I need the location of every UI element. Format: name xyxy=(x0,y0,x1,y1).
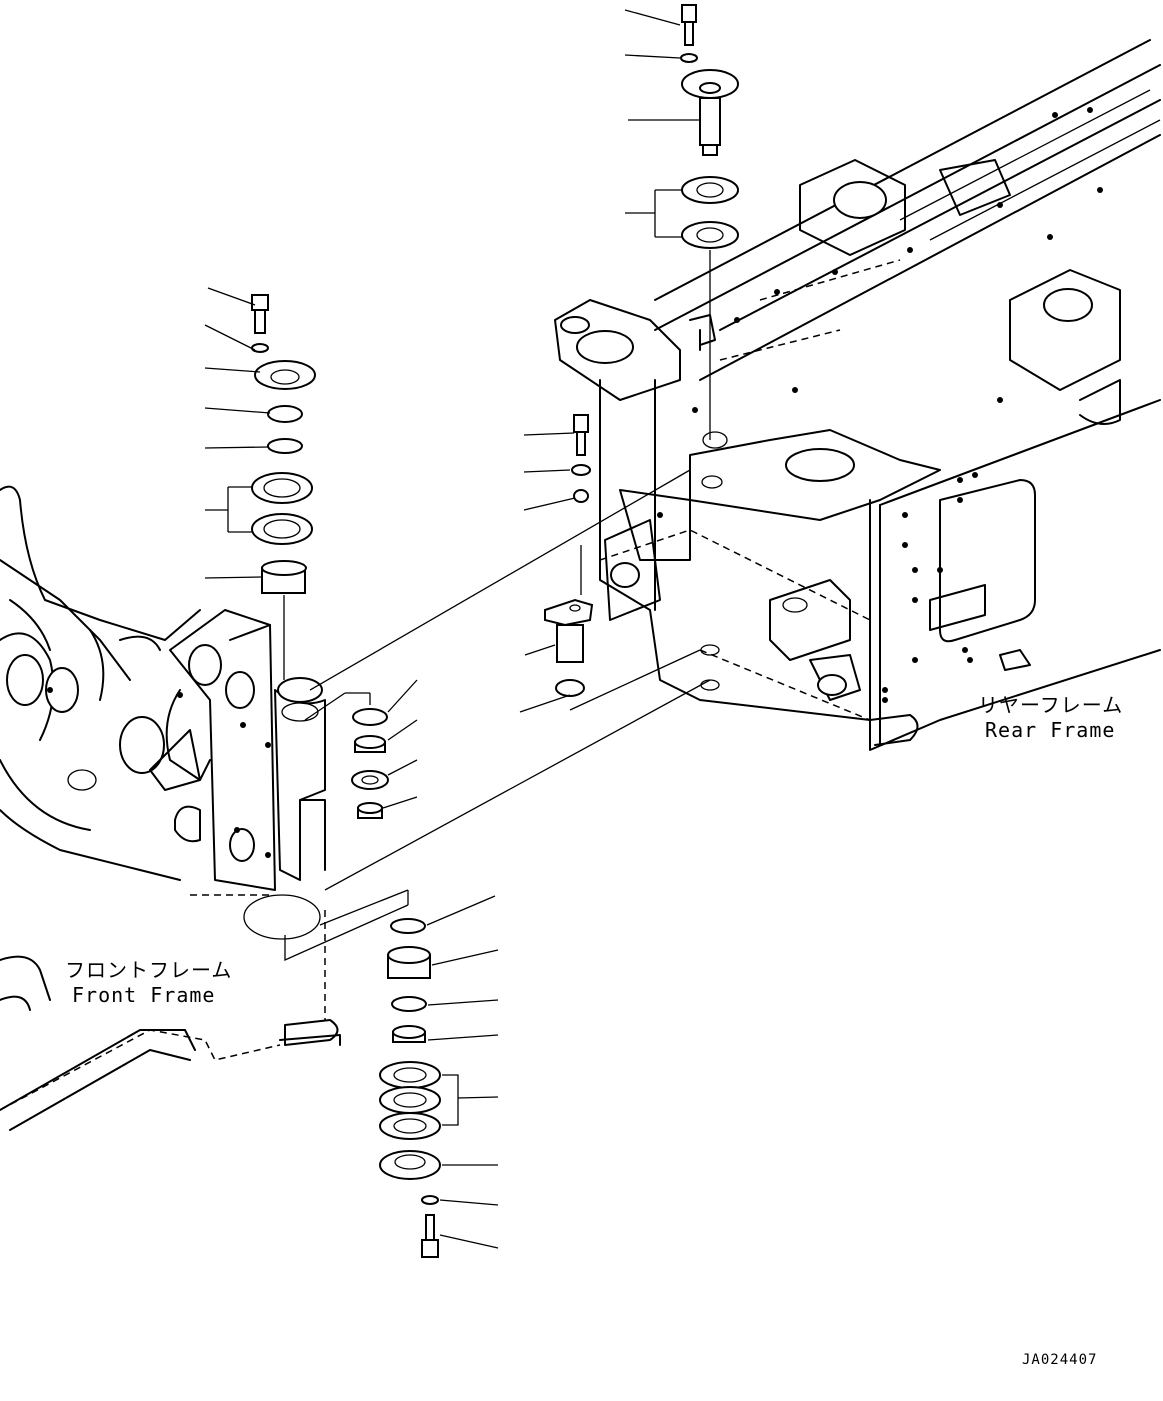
rear-frame-label-jp: リヤーフレーム xyxy=(978,693,1124,717)
lower-stack xyxy=(284,889,499,1258)
front-frame-label-en: Front Frame xyxy=(72,983,216,1007)
top-pin-stack xyxy=(680,4,739,440)
top-leaders xyxy=(624,9,700,238)
rear-frame-label-en: Rear Frame xyxy=(985,718,1116,742)
left-upper-stack xyxy=(204,287,316,680)
front-frame-label-jp: フロントフレーム xyxy=(65,958,233,982)
middle-ring-stack xyxy=(304,679,418,819)
drawing-code: JA024407 xyxy=(1022,1352,1098,1368)
mid-pin-stack xyxy=(519,414,594,713)
rear-frame xyxy=(554,39,1161,751)
front-frame xyxy=(0,485,341,1131)
